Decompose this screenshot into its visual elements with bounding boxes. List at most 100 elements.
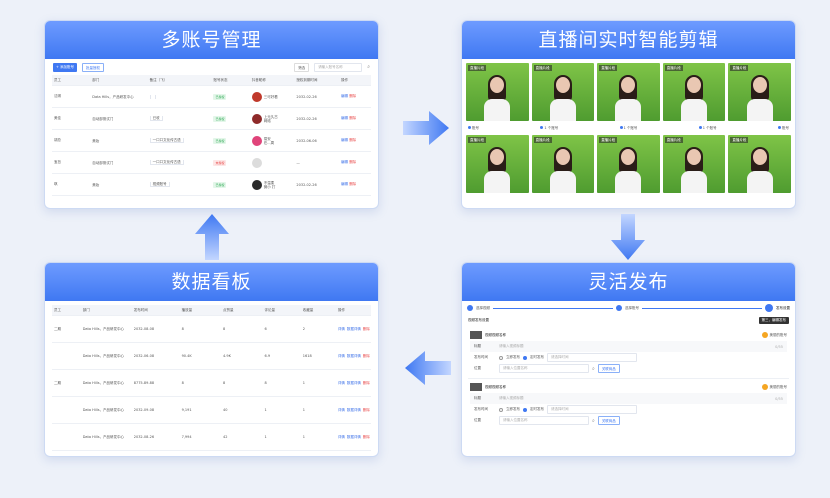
batch-authorize-button[interactable]: 批量授权 <box>82 62 105 72</box>
account-column-header: 授权到期时间 <box>296 77 318 82</box>
edit-link[interactable]: 编辑 <box>341 94 349 98</box>
arrow-down-icon <box>611 214 645 260</box>
add-account-button[interactable]: + 添加账号 <box>53 62 78 72</box>
dashboard-dept-cell: Data Hills，产品研发中心 <box>82 408 125 412</box>
live-clip-thumbnail[interactable]: 直播片段 <box>662 63 726 121</box>
search-icon[interactable]: ⌕ <box>592 365 595 372</box>
live-clip-thumbnail[interactable]: 直播片段 <box>728 135 791 193</box>
delete-link[interactable]: 删除 <box>362 380 370 385</box>
nickname-cell <box>250 157 295 168</box>
delete-link[interactable]: 删除 <box>349 160 357 164</box>
status-cell: 已授权 <box>211 115 249 122</box>
detail-link[interactable]: 详情 <box>337 380 345 385</box>
time-picker-input[interactable]: 请选择时间 <box>547 405 637 414</box>
dashboard-time-cell: 2032-08-26 <box>133 435 155 439</box>
detail-link[interactable]: 详情 <box>337 407 345 412</box>
live-clip-thumbnail[interactable]: 直播片段 <box>597 135 660 193</box>
title-input[interactable]: 请输入视频标题 <box>499 344 524 348</box>
dashboard-time-cell: 2032-06-08 <box>133 354 155 358</box>
edit-link[interactable]: 编辑 <box>341 182 349 186</box>
streamer-figure <box>681 75 708 121</box>
clip-label: 直播片段 <box>533 137 552 143</box>
live-clip-thumbnail[interactable]: 直播片段 <box>531 135 595 193</box>
clip-label: 直播片段 <box>468 137 486 143</box>
clip-label: 直播片段 <box>599 137 618 143</box>
dashboard-time-cell: 8775-89-88 <box>133 381 155 385</box>
body-shape <box>681 171 708 193</box>
dashboard-comment-cell: 8 <box>264 381 267 385</box>
search-icon[interactable]: ⌕ <box>367 64 370 70</box>
account-dot-icon <box>468 125 471 129</box>
account-management-panel: 多账号管理 + 添加账号 批量授权 筛选 请输入账号名称 ⌕ 员工部门备注（飞）… <box>44 20 379 209</box>
account-search-input[interactable]: 请输入账号名称 <box>314 62 363 72</box>
dashboard-column-header: 播放量 <box>181 307 193 312</box>
arrow-right-icon <box>403 111 449 145</box>
location-input[interactable]: 请输入位置名称 <box>499 416 589 425</box>
section-title: 视频发布设置 <box>468 317 489 322</box>
note-input[interactable]: 一口口文化传古语 <box>149 138 184 143</box>
radio-sched-icon[interactable] <box>523 407 527 412</box>
data-detail-link[interactable]: 数据详情 <box>346 326 361 331</box>
body-shape <box>615 171 642 193</box>
live-clip-thumbnail[interactable]: 直播片段 <box>466 63 529 121</box>
live-clip-thumbnail[interactable]: 直播片段 <box>597 63 660 121</box>
detail-link[interactable]: 详情 <box>337 353 345 358</box>
detail-link[interactable]: 详情 <box>337 326 345 331</box>
delete-link[interactable]: 删除 <box>349 182 357 186</box>
expire-cell: — <box>296 160 300 165</box>
live-clip-thumbnail[interactable]: 直播片段 <box>531 63 595 121</box>
note-input[interactable]: 一口口文化传古语 <box>149 160 184 165</box>
delete-link[interactable]: 删除 <box>349 94 357 98</box>
location-field-row: 位置请输入位置名称⌕关联商品 <box>470 415 787 426</box>
data-detail-link[interactable]: 数据详情 <box>346 434 361 439</box>
search-icon[interactable]: ⌕ <box>592 417 595 424</box>
delete-link[interactable]: 删除 <box>349 116 357 120</box>
delete-link[interactable]: 删除 <box>349 138 357 142</box>
employee-cell: 沈琪 <box>54 94 61 98</box>
data-detail-link[interactable]: 数据详情 <box>346 380 361 385</box>
link-product-button[interactable]: 关联商品 <box>597 416 620 425</box>
face-shape <box>555 149 570 165</box>
face-shape <box>490 149 505 165</box>
location-input[interactable]: 请输入位置名称 <box>499 364 589 373</box>
account-name-text: 美丽的账号 <box>769 332 788 337</box>
title-input[interactable]: 请输入视频标题 <box>499 396 524 400</box>
detail-link[interactable]: 详情 <box>337 434 345 439</box>
clip-meta-text: 1 个账号 <box>623 125 638 130</box>
delete-link[interactable]: 删除 <box>362 407 370 412</box>
time-picker-input[interactable]: 请选择时间 <box>547 353 637 362</box>
edit-link[interactable]: 编辑 <box>341 160 349 164</box>
live-clip-thumbnail[interactable]: 直播片段 <box>466 135 529 193</box>
note-input[interactable] <box>149 94 156 99</box>
live-clip-thumbnail[interactable]: 直播片段 <box>662 135 726 193</box>
link-product-button[interactable]: 关联商品 <box>597 364 620 373</box>
video-thumbnail <box>470 383 482 391</box>
note-input[interactable]: 视频账号 <box>149 182 170 187</box>
nickname-cell: 易安 在...周 <box>250 135 295 146</box>
live-clip-thumbnail[interactable]: 直播片段 <box>728 63 791 121</box>
data-detail-link[interactable]: 数据详情 <box>346 407 361 412</box>
radio-sched-icon[interactable] <box>523 355 527 360</box>
filter-button[interactable]: 筛选 <box>294 62 310 72</box>
clip-meta-item: 账号 <box>777 125 789 131</box>
data-detail-link[interactable]: 数据详情 <box>346 353 361 358</box>
action-cell: 详情数据详情删除 <box>336 327 371 332</box>
delete-link[interactable]: 删除 <box>362 326 370 331</box>
publish-card-header: 视频视频名称美丽的账号 <box>470 329 787 341</box>
time-label: 发布时间 <box>474 407 488 411</box>
nickname: 三可好看 <box>263 94 278 99</box>
radio-now-icon[interactable] <box>499 355 503 360</box>
delete-link[interactable]: 删除 <box>362 434 370 439</box>
edit-link[interactable]: 编辑 <box>341 116 349 120</box>
action-cell: 详情数据详情删除 <box>336 408 371 413</box>
radio-now-icon[interactable] <box>499 407 503 412</box>
note-input[interactable]: 已收 <box>149 116 163 121</box>
avatar <box>251 157 262 168</box>
delete-link[interactable]: 删除 <box>362 353 370 358</box>
edit-link[interactable]: 编辑 <box>341 138 349 142</box>
